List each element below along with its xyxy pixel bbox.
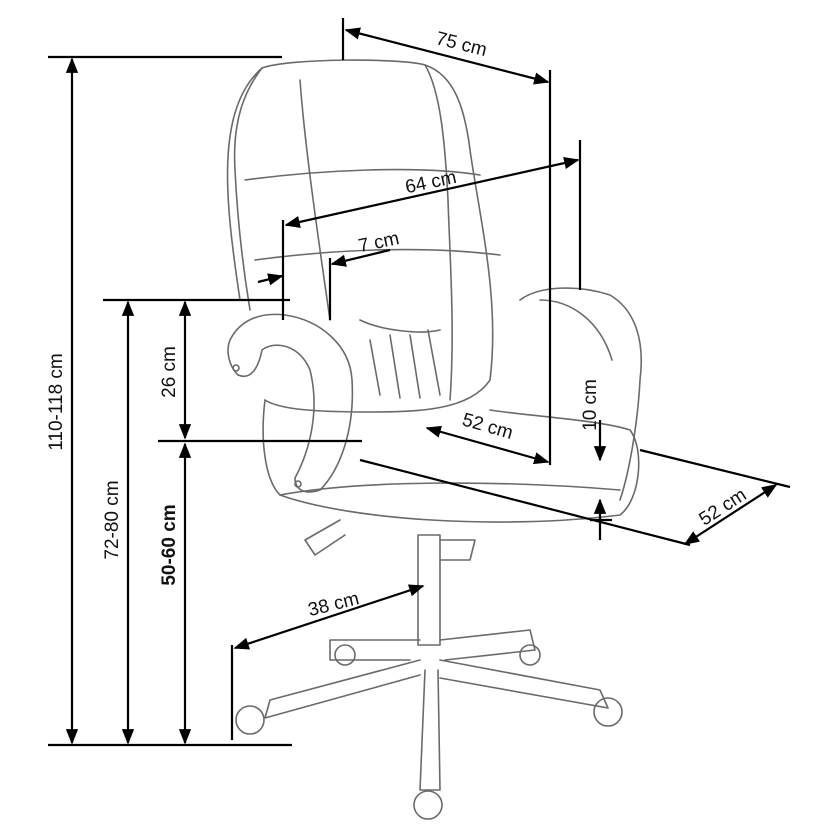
label-total-height: 110-118 cm	[46, 353, 67, 451]
label-armrest-above-seat: 26 cm	[159, 346, 180, 398]
dimension-lines	[48, 18, 791, 747]
label-seat-thickness: 10 cm	[580, 379, 601, 431]
label-seat-depth: 52 cm	[696, 484, 751, 530]
label-armrest-width: 7 cm	[357, 228, 402, 257]
label-armrest-height: 72-80 cm	[102, 480, 123, 559]
label-total-width: 75 cm	[434, 28, 489, 61]
label-seat-height: 50-60 cm	[159, 504, 180, 585]
